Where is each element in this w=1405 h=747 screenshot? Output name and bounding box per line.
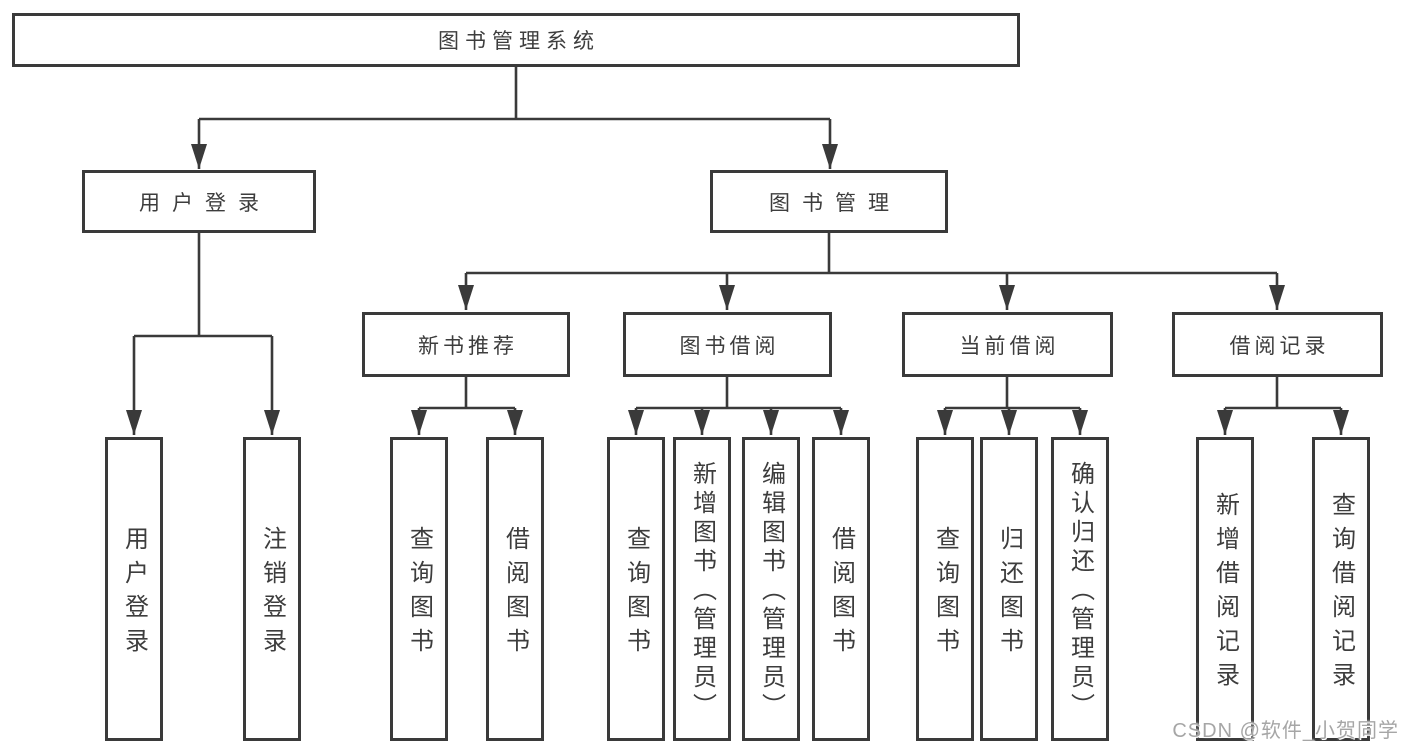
- leaf-label: 注销登录: [258, 526, 286, 662]
- leaf-label: 归还图书: [995, 526, 1023, 662]
- leaf-label: 用户登录: [120, 526, 148, 662]
- node-label: 新书推荐: [418, 334, 518, 358]
- leaf-label: 借阅图书: [501, 526, 529, 662]
- node-new-book-recommend: 新书推荐: [362, 312, 570, 377]
- leaf-label: 借阅图书: [827, 526, 855, 662]
- leaf-bb-edit-book-admin: 编辑图书（管理员）: [742, 437, 800, 741]
- connector-lines: [126, 67, 1349, 435]
- leaf-label: 新增借阅记录: [1211, 492, 1239, 696]
- leaf-label: 新增图书（管理员）: [688, 461, 716, 722]
- node-user-login: 用户登录: [82, 170, 316, 233]
- node-label: 用户登录: [139, 191, 271, 215]
- csdn-watermark: CSDN @软件_小贺同学: [1172, 720, 1399, 742]
- leaf-bb-query-book: 查询图书: [607, 437, 665, 741]
- node-label: 图书借阅: [679, 334, 780, 358]
- leaf-cb-query-book: 查询图书: [916, 437, 974, 741]
- node-borrow-records: 借阅记录: [1172, 312, 1383, 377]
- leaf-label: 查询图书: [931, 526, 959, 662]
- leaf-user-login: 用户登录: [105, 437, 163, 741]
- leaf-logout: 注销登录: [243, 437, 301, 741]
- leaf-nb-query-book: 查询图书: [390, 437, 448, 741]
- leaf-bb-borrow-book: 借阅图书: [812, 437, 870, 741]
- leaf-label: 查询图书: [622, 526, 650, 662]
- leaf-label: 查询图书: [405, 526, 433, 662]
- node-book-management: 图书管理: [710, 170, 948, 233]
- leaf-label: 查询借阅记录: [1327, 492, 1355, 696]
- node-label: 当前借阅: [959, 334, 1060, 358]
- leaf-bb-add-book-admin: 新增图书（管理员）: [673, 437, 731, 741]
- leaf-br-add-record: 新增借阅记录: [1196, 437, 1254, 741]
- leaf-label: 确认归还（管理员）: [1066, 461, 1094, 722]
- leaf-nb-borrow-book: 借阅图书: [486, 437, 544, 741]
- node-current-borrow: 当前借阅: [902, 312, 1113, 377]
- leaf-br-query-record: 查询借阅记录: [1312, 437, 1370, 741]
- node-book-borrow: 图书借阅: [623, 312, 832, 377]
- leaf-label: 编辑图书（管理员）: [757, 461, 785, 722]
- node-label: 图书管理系统: [438, 30, 600, 53]
- leaf-cb-confirm-return-admin: 确认归还（管理员）: [1051, 437, 1109, 741]
- node-label: 图书管理: [769, 191, 901, 215]
- leaf-cb-return-book: 归还图书: [980, 437, 1038, 741]
- node-label: 借阅记录: [1229, 334, 1330, 358]
- node-root-system: 图书管理系统: [12, 13, 1020, 67]
